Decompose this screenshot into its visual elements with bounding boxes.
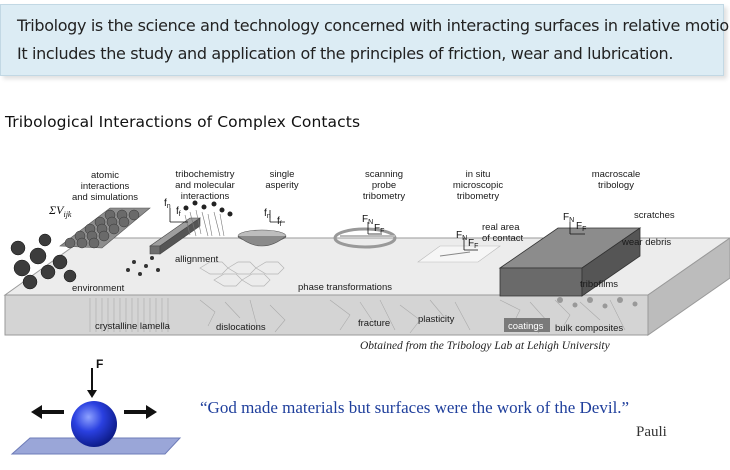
label-allignment: allignment	[175, 254, 219, 265]
label-macro-tribology: tribology	[598, 180, 634, 191]
force-label: F	[96, 357, 103, 371]
label-scratches: scratches	[634, 210, 675, 221]
molecular-heads	[183, 200, 233, 217]
phase-texture	[199, 261, 285, 287]
atomic-lattice	[59, 207, 151, 249]
label-molecular-interactions: interactions	[181, 191, 230, 202]
in-situ-plate	[417, 245, 501, 263]
blue-ball	[71, 401, 117, 447]
force-label-FN-1: FN	[362, 214, 373, 226]
force-arrows	[169, 208, 585, 251]
label-and-simulations: and simulations	[72, 192, 138, 203]
label-in-situ: in situ	[466, 169, 491, 180]
in-situ-scratch	[439, 251, 471, 257]
force-label-FN-3: FN	[563, 212, 574, 224]
bulk-composite-texture	[557, 297, 638, 309]
downward-force-arrowhead	[87, 390, 97, 398]
label-probe: probe	[372, 180, 396, 191]
label-asperity: asperity	[265, 180, 299, 191]
label-real-area: real area	[482, 222, 520, 233]
label-crystalline-lamella: crystalline lamella	[95, 321, 171, 332]
sum-v-subscript: ijk	[63, 210, 71, 219]
force-label-ff-2: ff	[277, 216, 282, 228]
sum-v-symbol: ΣV	[48, 203, 65, 217]
label-environment: environment	[72, 283, 125, 294]
label-wear-debris: wear debris	[621, 237, 671, 248]
label-dislocations: dislocations	[216, 322, 266, 333]
label-single: single	[270, 169, 295, 180]
image-credit: Obtained from the Tribology Lab at Lehig…	[360, 340, 610, 352]
label-scanning: scanning	[365, 169, 403, 180]
intro-box: Tribology is the science and technology …	[0, 4, 730, 76]
force-label-FF-2: FF	[468, 238, 478, 250]
label-insitu-tribometry: tribometry	[457, 191, 499, 202]
tribology-diagram: atomic interactions and simulations trib…	[3, 169, 730, 336]
label-fracture: fracture	[358, 318, 390, 329]
label-tribochemistry: tribochemistry	[175, 169, 234, 180]
pauli-quote: “God made materials but surfaces were th…	[200, 398, 630, 417]
label-interactions: interactions	[81, 181, 130, 192]
label-phase-transformations: phase transformations	[298, 282, 392, 293]
label-macroscale: macroscale	[592, 169, 641, 180]
label-of-contact: of contact	[482, 233, 524, 244]
force-label-FF-3: FF	[576, 221, 586, 233]
force-label-ff-1: ff	[176, 206, 181, 218]
label-atomic: atomic	[91, 170, 119, 181]
asperity-body	[237, 235, 287, 247]
label-and-molecular: and molecular	[175, 180, 235, 191]
macroscale-box	[498, 227, 642, 297]
label-tribofilms: tribofilms	[580, 279, 618, 290]
force-label-FN-2: FN	[456, 230, 467, 242]
sum-v-label: ΣVijk	[48, 203, 72, 219]
quote-author: Pauli	[636, 424, 667, 440]
force-label-FF-1: FF	[374, 223, 384, 235]
label-microscopic: microscopic	[453, 180, 503, 191]
molecular-chains	[184, 209, 225, 237]
intro-line-1: Tribology is the science and technology …	[17, 16, 730, 35]
label-scanning-tribometry: tribometry	[363, 191, 405, 202]
environment-spheres	[10, 233, 77, 290]
scanning-probe-ring	[333, 227, 397, 249]
label-bulk-composites: bulk composites	[555, 323, 623, 334]
force-label-fn-1: fn	[164, 198, 171, 210]
intro-line-2: It includes the study and application of…	[17, 44, 674, 63]
label-plasticity: plasticity	[418, 314, 455, 325]
environment-molecules	[126, 256, 160, 276]
friction-ball-figure: F	[10, 357, 182, 455]
force-label-fn-2: fn	[264, 208, 271, 220]
coatings-band	[504, 318, 550, 332]
right-force-arrowhead	[146, 405, 157, 419]
label-coatings: coatings	[508, 321, 544, 332]
section-heading: Tribological Interactions of Complex Con…	[5, 113, 361, 131]
block-side-face	[647, 237, 730, 336]
left-force-arrowhead	[31, 405, 42, 419]
